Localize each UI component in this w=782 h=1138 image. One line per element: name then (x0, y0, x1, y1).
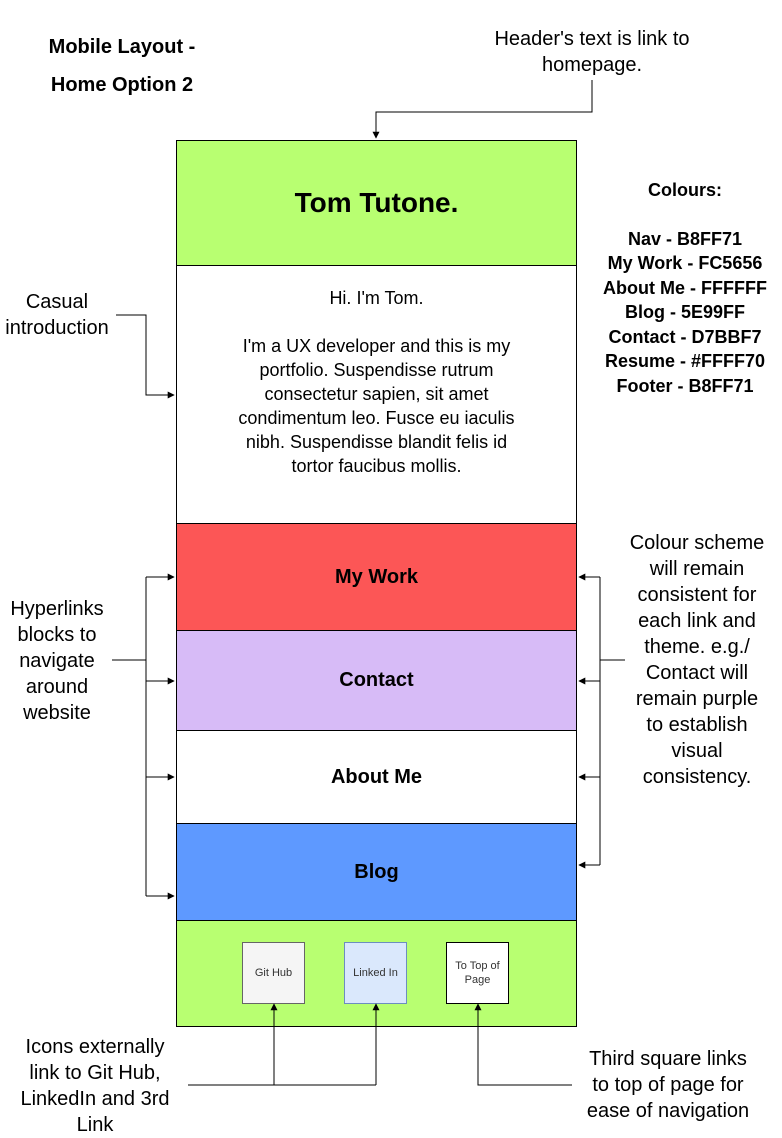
mobile-mockup: Tom Tutone. Hi. I'm Tom. I'm a UX develo… (176, 140, 577, 1027)
header-block[interactable]: Tom Tutone. (177, 141, 576, 266)
nav-about-me[interactable]: About Me (177, 731, 576, 824)
colour-about-me: About Me - FFFFFF (603, 277, 767, 298)
github-link-button[interactable]: Git Hub (242, 942, 305, 1004)
header-brand-link[interactable]: Tom Tutone. (294, 187, 459, 218)
intro-greeting: Hi. I'm Tom. (329, 288, 424, 308)
title-line-2: Home Option 2 (50, 74, 194, 96)
colours-legend: Colours: Nav - B8FF71 My Work - FC5656 A… (590, 178, 780, 398)
colour-resume: Resume - #FFFF70 (604, 351, 766, 371)
colour-blog: Blog - 5E99FF (624, 302, 745, 322)
colour-nav: Nav - B8FF71 (627, 228, 743, 249)
nav-about-me-label: About Me (330, 765, 423, 788)
colour-my-work: My Work - FC5656 (607, 253, 763, 273)
colour-contact: Contact - D7BBF7 (608, 326, 762, 347)
title-line-1: Mobile Layout - (48, 36, 196, 58)
intro-block: Hi. I'm Tom. I'm a UX developer and this… (177, 266, 576, 524)
intro-note: Casual introduction (5, 291, 109, 339)
colour-footer: Footer - B8FF71 (616, 375, 754, 396)
header-note: Header's text is link to homepage. (494, 28, 690, 76)
nav-my-work[interactable]: My Work (177, 524, 576, 631)
top-of-page-button[interactable]: To Top of Page (446, 942, 509, 1004)
diagram-title: Mobile Layout - Home Option 2 (22, 28, 222, 104)
arrow-header (372, 80, 593, 139)
intro-body: I'm a UX developer and this is my portfo… (238, 336, 515, 476)
arrow-third-square (474, 1003, 572, 1086)
arrow-intro (116, 314, 175, 399)
colours-heading: Colours: (648, 180, 722, 200)
nav-blog-label: Blog (354, 860, 399, 883)
nav-my-work-label: My Work (335, 565, 418, 588)
nav-contact[interactable]: Contact (177, 631, 576, 731)
nav-contact-label: Contact (339, 669, 414, 691)
third-square-note: Third square links to top of page for ea… (586, 1048, 750, 1122)
links-note: Hyperlinks blocks to navigate around web… (10, 598, 104, 724)
icons-note: Icons externally link to Git Hub, Linked… (20, 1036, 170, 1136)
nav-blog[interactable]: Blog (177, 824, 576, 921)
linkedin-link-button[interactable]: Linked In (344, 942, 407, 1004)
colour-scheme-note: Colour scheme will remain consistent for… (629, 532, 765, 788)
